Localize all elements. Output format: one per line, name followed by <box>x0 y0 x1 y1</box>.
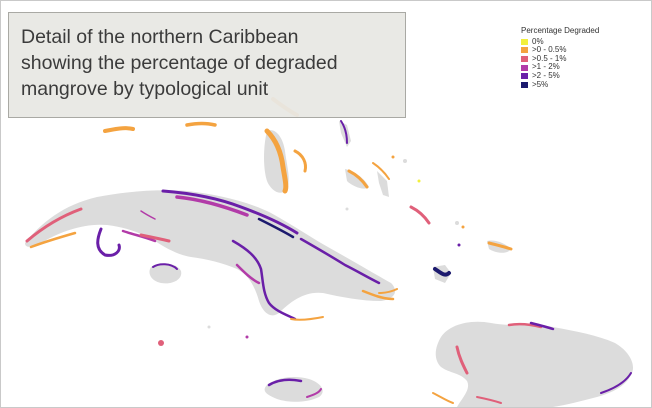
legend-label: >2 - 5% <box>532 70 560 80</box>
legend-item-2: >0.5 - 1% <box>521 53 599 64</box>
caption-box: Detail of the northern Caribbean showing… <box>8 12 406 118</box>
legend: Percentage Degraded 0% >0 - 0.5% >0.5 - … <box>521 26 600 90</box>
land-long-island <box>377 171 389 197</box>
caption-line-1: Detail of the northern Caribbean <box>21 26 299 48</box>
legend-item-1: >0 - 0.5% <box>521 46 599 55</box>
legend-swatch <box>521 56 528 63</box>
caption-line-2: showing the percentage of degraded <box>21 52 338 74</box>
legend-swatch <box>521 47 528 54</box>
legend-swatch <box>521 81 528 88</box>
caption-line-3: mangrove by typological unit <box>21 78 269 100</box>
legend-swatch <box>521 73 528 80</box>
legend-title: Percentage Degraded <box>521 26 600 35</box>
land-isla-juventud <box>149 263 182 284</box>
legend-label: >1 - 2% <box>532 62 560 72</box>
legend-swatch <box>521 64 528 71</box>
legend-item-3: >1 - 2% <box>521 63 599 72</box>
legend-swatch <box>521 38 528 45</box>
legend-item-5: >5% <box>521 79 599 90</box>
legend-label: 0% <box>532 36 544 46</box>
legend-label: >0.5 - 1% <box>532 53 567 63</box>
legend-item-4: >2 - 5% <box>521 70 599 81</box>
land-eleuthera <box>339 121 351 147</box>
small-islands <box>158 155 465 346</box>
legend-label: >5% <box>532 79 549 89</box>
legend-label: >0 - 0.5% <box>532 45 567 55</box>
land-cuba <box>25 190 396 316</box>
legend-item-0: 0% <box>521 36 599 47</box>
land-hispaniola <box>435 321 634 407</box>
